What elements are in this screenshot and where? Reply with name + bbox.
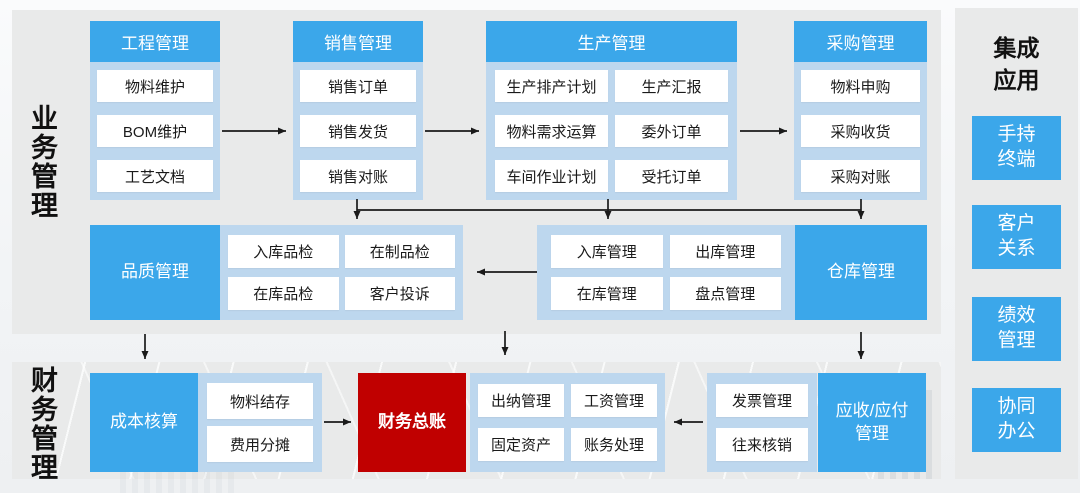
module-items: 销售订单 销售发货 销售对账 [293, 62, 423, 200]
module-item: 生产排产计划 [495, 70, 608, 102]
quality-management-node: 品质管理 [90, 225, 220, 320]
finance-section-label: 财务管理 [27, 366, 57, 482]
business-section-label: 业务管理 [27, 104, 57, 220]
module-item: 客户投诉 [344, 277, 455, 310]
module-column-production: 生产管理 生产排产计划 生产汇报 物料需求运算 委外订单 车间作业计划 受托订单 [486, 21, 737, 200]
integration-app-label: 协同办公 [997, 396, 1036, 442]
module-item: 费用分摊 [207, 426, 313, 462]
module-item: 物料维护 [97, 70, 213, 102]
warehouse-management-node: 仓库管理 [795, 225, 927, 320]
module-item: 生产汇报 [615, 70, 728, 102]
module-item: BOM维护 [97, 115, 213, 147]
integration-app-crm: 客户关系 [972, 205, 1061, 269]
module-header-engineering: 工程管理 [90, 21, 220, 62]
integration-app-performance: 绩效管理 [972, 297, 1061, 361]
receivable-items-group: 发票管理 往来核销 [707, 373, 817, 472]
integration-app-label: 绩效管理 [997, 305, 1036, 351]
receivable-payable-node: 应收/应付管理 [818, 373, 926, 472]
integration-title-text: 集成应用 [993, 35, 1040, 94]
general-ledger-node: 财务总账 [358, 373, 466, 472]
accounting-items-group: 出纳管理 工资管理 固定资产 账务处理 [470, 373, 665, 472]
module-item: 销售订单 [300, 70, 416, 102]
module-header-sales: 销售管理 [293, 21, 423, 62]
module-item: 销售对账 [300, 160, 416, 192]
module-item: 出库管理 [669, 235, 781, 268]
integration-title: 集成应用 [955, 32, 1078, 96]
module-item: 销售发货 [300, 115, 416, 147]
module-item: 物料结存 [207, 383, 313, 419]
receivable-payable-label: 应收/应付管理 [835, 401, 909, 443]
module-header-production: 生产管理 [486, 21, 737, 62]
module-item: 往来核销 [716, 428, 808, 461]
module-items: 生产排产计划 生产汇报 物料需求运算 委外订单 车间作业计划 受托订单 [486, 62, 737, 200]
quality-items-group: 入库品检 在制品检 在库品检 客户投诉 [220, 225, 463, 320]
module-column-engineering: 工程管理 物料维护 BOM维护 工艺文档 [90, 21, 220, 200]
module-item: 采购对账 [801, 160, 920, 192]
module-column-procurement: 采购管理 物料申购 采购收货 采购对账 [794, 21, 927, 200]
module-item: 账务处理 [571, 428, 657, 461]
module-item: 盘点管理 [669, 277, 781, 310]
cost-accounting-node: 成本核算 [90, 373, 198, 472]
module-item: 受托订单 [615, 160, 728, 192]
module-item: 在库品检 [228, 277, 339, 310]
integration-app-office: 协同办公 [972, 388, 1061, 452]
module-item: 委外订单 [615, 115, 728, 147]
module-items: 物料申购 采购收货 采购对账 [794, 62, 927, 200]
module-header-procurement: 采购管理 [794, 21, 927, 62]
warehouse-items-group: 入库管理 出库管理 在库管理 盘点管理 [537, 225, 795, 320]
module-items: 物料维护 BOM维护 工艺文档 [90, 62, 220, 200]
module-item: 发票管理 [716, 384, 808, 417]
module-item: 出纳管理 [478, 384, 564, 417]
integration-app-label: 手持终端 [997, 124, 1036, 170]
module-item: 工艺文档 [97, 160, 213, 192]
module-item: 工资管理 [571, 384, 657, 417]
module-column-sales: 销售管理 销售订单 销售发货 销售对账 [293, 21, 423, 200]
module-item: 在库管理 [551, 277, 663, 310]
module-item: 入库品检 [228, 235, 339, 268]
cost-items-group: 物料结存 费用分摊 [198, 373, 322, 472]
module-item: 物料需求运算 [495, 115, 608, 147]
module-item: 在制品检 [344, 235, 455, 268]
module-item: 车间作业计划 [495, 160, 608, 192]
integration-app-handheld: 手持终端 [972, 116, 1061, 180]
module-item: 采购收货 [801, 115, 920, 147]
module-item: 入库管理 [551, 235, 663, 268]
module-item: 物料申购 [801, 70, 920, 102]
integration-app-label: 客户关系 [997, 213, 1036, 259]
module-item: 固定资产 [478, 428, 564, 461]
